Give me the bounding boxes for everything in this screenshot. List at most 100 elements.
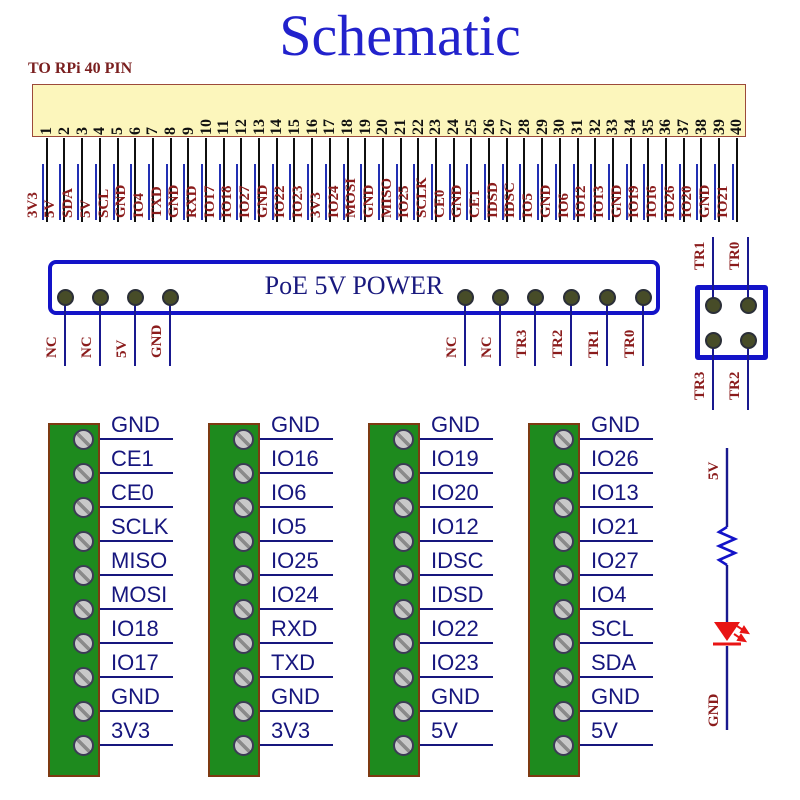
pin-number: 38 [692,119,710,135]
header-pin-wire [45,138,48,222]
terminal-wire [260,642,333,644]
screw-terminal-icon [72,632,94,654]
pin-number: 21 [392,119,410,135]
screw-terminal-icon [232,564,254,586]
terminal-wire [420,574,493,576]
terminal-wire [100,472,173,474]
screw-terminal-icon [232,700,254,722]
terminal-wire [580,744,653,746]
pin-net-label: 5V [77,164,97,220]
pin-number: 28 [515,119,533,135]
pin-number: 37 [675,119,693,135]
poe-pin [126,288,144,306]
terminal-wire [260,676,333,678]
header-pin-wire [488,138,491,222]
poe-pin [634,288,652,306]
terminal-label: GND [431,684,480,709]
pin-net-label: IO25 [396,164,416,220]
terminal-label: IO23 [431,650,479,675]
pin-net-label: 3V3 [24,164,44,220]
screw-terminal-icon [392,496,414,518]
tr-pin-wire [712,340,714,410]
terminal-wire [580,438,653,440]
terminal-label: IO4 [591,582,627,607]
terminal-wire [580,540,653,542]
header-pin-wire [293,138,296,222]
header-pin-wire [594,138,597,222]
pin-net-label: IO4 [130,164,150,220]
header-pin-wire [311,138,314,222]
tr-pin-wire [747,237,749,305]
poe-pin [161,288,179,306]
pin-net-label: IO20 [679,164,699,220]
pin-number: 7 [144,127,162,135]
terminal-wire [260,608,333,610]
terminal-wire [580,608,653,610]
header-pin-wire [116,138,119,222]
screw-terminal-icon [72,666,94,688]
header-pin-wire [169,138,172,222]
terminal-wire [260,540,333,542]
pin-net-label: 5V [42,164,62,220]
pin-number: 12 [232,119,250,135]
pin-number: 39 [710,119,728,135]
header-pin-wire [576,138,579,222]
pin-net-label: IDSC [502,164,522,220]
poe-pin [456,288,474,306]
screw-terminal-icon [72,598,94,620]
terminal-wire [420,676,493,678]
poe-pin-label: TR2 [550,329,566,358]
header-pin-wire [98,138,101,222]
led-gnd-label: GND [706,693,722,727]
pin-number: 29 [533,119,551,135]
poe-pin-label: NC [479,336,495,358]
screw-terminal-icon [392,598,414,620]
screw-terminal-icon [232,428,254,450]
pin-net-label: IO23 [290,164,310,220]
tr-pin [704,331,722,349]
pin-number: 31 [569,119,586,135]
pin-net-label: SCL [95,164,115,220]
poe-pin-wire [570,297,572,366]
terminal-label: SCL [591,616,634,641]
poe-pin-label: TR1 [586,329,602,358]
poe-pin-wire [534,297,536,366]
pin-number: 15 [285,119,303,135]
pin-net-label: IO19 [626,164,646,220]
pin-number: 14 [268,119,286,135]
pin-net-label: MOSI [343,164,363,220]
poe-pin [56,288,74,306]
terminal-wire [100,676,173,678]
screw-terminal-icon [552,530,574,552]
terminal-wire [100,506,173,508]
rpi-40pin-header-box [32,84,746,137]
header-pin-wire [682,138,685,222]
terminal-label: IO12 [431,514,479,539]
pin-net-label: IO5 [520,164,540,220]
header-pin-wire [452,138,455,222]
terminal-label: GND [271,412,320,437]
header-pin-wire [541,138,544,222]
screw-terminal-icon [392,530,414,552]
header-pin-wire [664,138,667,222]
pin-net-label: IO18 [219,164,239,220]
poe-pin [526,288,544,306]
terminal-label: IO13 [591,480,639,505]
pin-net-label: RXD [184,164,203,220]
poe-power-label: PoE 5V POWER [264,271,444,300]
pin-number: 19 [356,119,374,135]
terminal-label: 5V [591,718,618,743]
pin-net-label: IO16 [643,164,663,220]
header-pin-wire [346,138,349,222]
screw-terminal-icon [232,666,254,688]
pin-net-label: GND [697,164,717,220]
poe-pin-wire [134,297,136,366]
pin-net-label: GND [166,164,186,220]
screw-terminal-icon [552,700,574,722]
header-pin-wire [647,138,650,222]
terminal-label: GND [591,684,640,709]
header-pin-wire [275,138,278,222]
terminal-label: SCLK [111,514,169,539]
screw-terminal-icon [232,734,254,756]
terminal-wire [100,574,173,576]
